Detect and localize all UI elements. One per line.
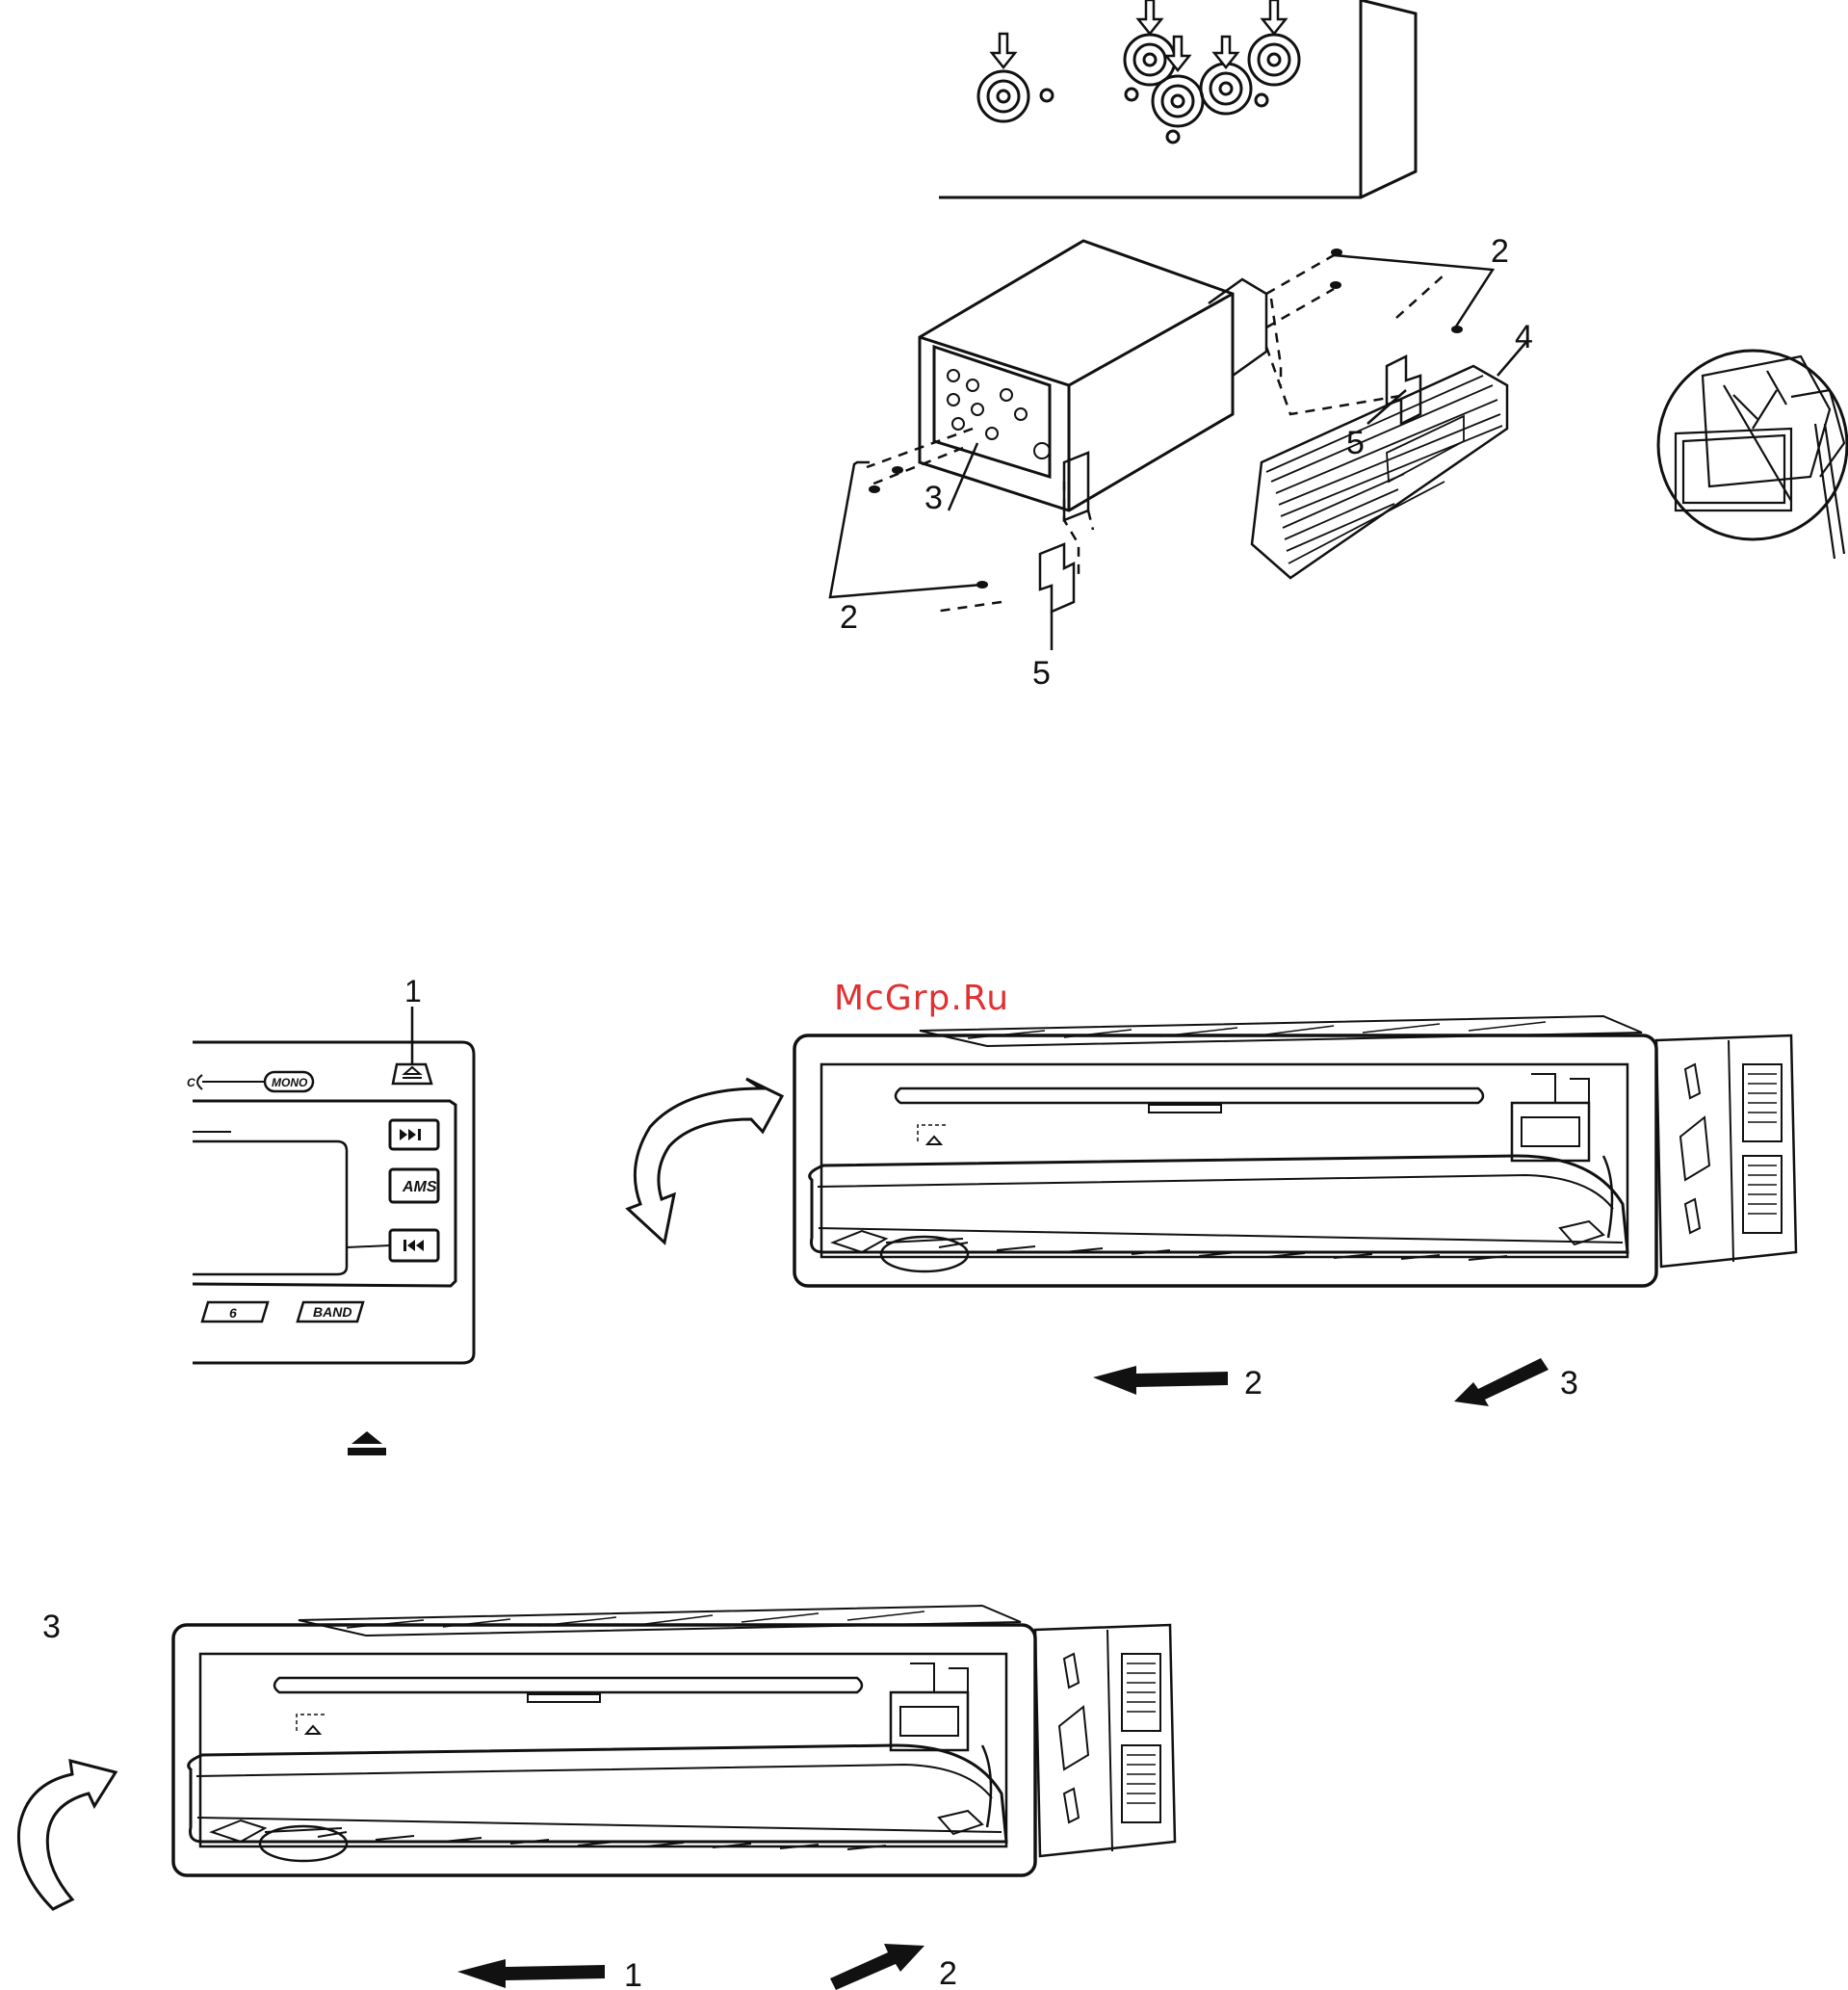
callout-5-right: 5 bbox=[1346, 425, 1365, 461]
arrow-1-label: 1 bbox=[624, 1957, 642, 1990]
arrow-2-up-right bbox=[830, 1944, 924, 1990]
rotate-arrow bbox=[628, 1079, 782, 1243]
rotate-arrow-attach bbox=[18, 1761, 116, 1909]
installation-diagram: 2 4 5 3 2 5 bbox=[828, 222, 1848, 713]
mono-label: MONO bbox=[272, 1076, 308, 1089]
callout-5-bottom: 5 bbox=[1032, 655, 1051, 692]
arrow-3-label: 3 bbox=[1560, 1365, 1578, 1401]
callout-4: 4 bbox=[1515, 319, 1533, 355]
trim-frame bbox=[1252, 366, 1507, 578]
preset-6-label: 6 bbox=[229, 1305, 237, 1321]
panel-attach-diagram: 3 1 2 bbox=[0, 1601, 1194, 1990]
arrow-2-attach-label: 2 bbox=[939, 1955, 957, 1990]
callout-release-1: 1 bbox=[404, 974, 422, 1008]
head-unit-open bbox=[794, 1016, 1796, 1286]
partial-left-label: C bbox=[187, 1076, 195, 1089]
curved-3-label: 3 bbox=[42, 1609, 61, 1645]
callout-3: 3 bbox=[924, 480, 943, 516]
eject-icon bbox=[344, 1428, 390, 1457]
clip-bracket-right bbox=[1387, 356, 1420, 424]
ams-button-label: AMS bbox=[402, 1179, 437, 1195]
front-panel-detail: 1 MONO C AMS 6 BAND bbox=[173, 978, 482, 1459]
rca-jack-4 bbox=[1201, 64, 1251, 114]
callout-2-top: 2 bbox=[1491, 233, 1509, 270]
rca-jack-5 bbox=[1249, 35, 1299, 85]
head-unit-attach bbox=[173, 1606, 1175, 1875]
callout-2-bottom: 2 bbox=[840, 599, 858, 636]
rca-jack-3 bbox=[1153, 76, 1203, 126]
arrow-3-down-left bbox=[1454, 1358, 1549, 1406]
down-arrows bbox=[992, 0, 1286, 70]
rca-jack-1 bbox=[978, 71, 1028, 121]
panel-removal-diagram: 2 3 bbox=[616, 1011, 1791, 1416]
rca-connector-panel bbox=[939, 0, 1440, 207]
arrow-1-left bbox=[457, 1959, 605, 1988]
clip-bracket-bottom bbox=[1040, 544, 1074, 612]
arrow-2-label: 2 bbox=[1244, 1365, 1262, 1401]
band-button-label: BAND bbox=[313, 1304, 351, 1320]
arrow-2-left bbox=[1093, 1366, 1228, 1395]
